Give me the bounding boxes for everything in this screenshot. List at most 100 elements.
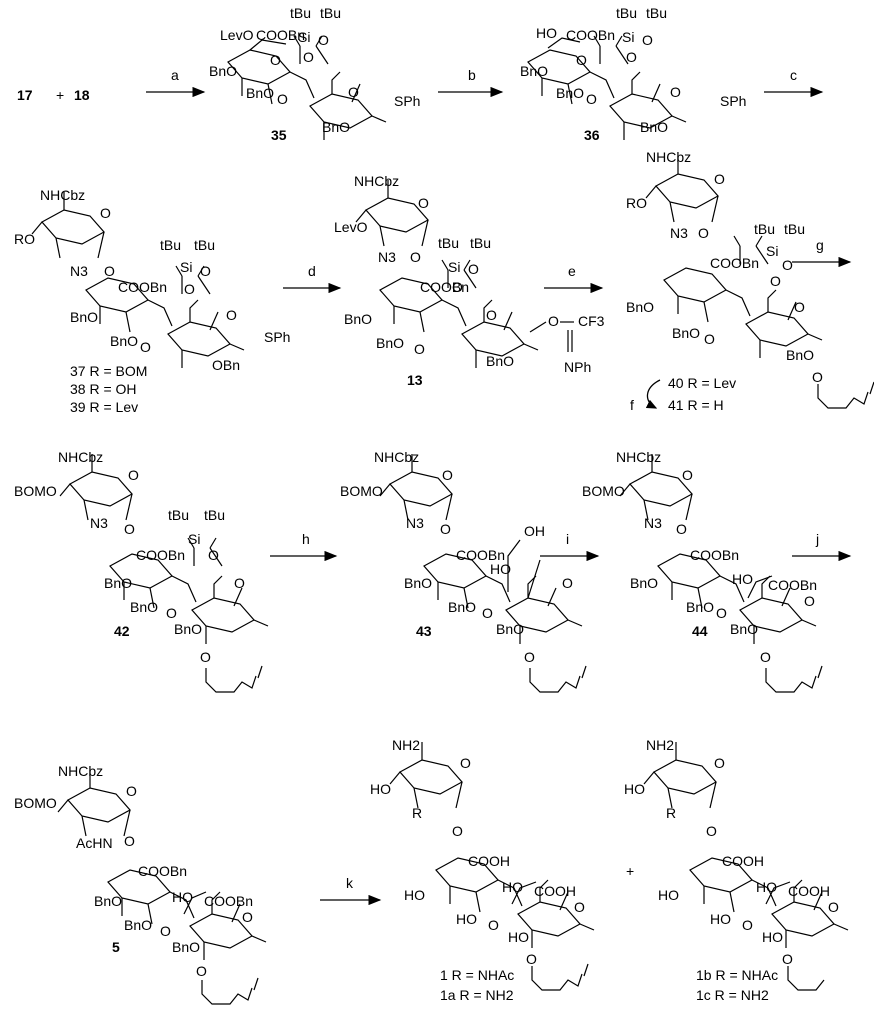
o-label-2: O bbox=[770, 273, 781, 289]
compound-40-41: NHCbz O RO N3 O COOBn tBu tBu Si O O BnO… bbox=[626, 149, 874, 413]
si-label: Si bbox=[448, 259, 460, 275]
tbu-label: tBu bbox=[616, 5, 637, 21]
ho-label: HO bbox=[490, 561, 511, 577]
bno-label-3: BnO bbox=[174, 621, 202, 637]
o-link-label: O bbox=[440, 521, 451, 537]
ring-o-label: O bbox=[270, 52, 281, 68]
tbu-label-2: tBu bbox=[204, 507, 225, 523]
arrow-j: j bbox=[792, 531, 852, 562]
n3-label: N3 bbox=[378, 249, 396, 265]
ho-label: HO bbox=[172, 889, 193, 905]
compound-18-label: 18 bbox=[74, 87, 90, 103]
variant-37: 37 R = BOM bbox=[70, 363, 147, 379]
reagent-c: c bbox=[790, 67, 797, 83]
coobn-label: COOBn bbox=[690, 547, 739, 563]
reagent-h: h bbox=[302, 531, 310, 547]
o-anomeric-label: O bbox=[812, 369, 823, 385]
nh2-label: NH2 bbox=[646, 737, 674, 753]
o-link-label: O bbox=[410, 249, 421, 265]
o-label: O bbox=[200, 263, 211, 279]
bno-label-3: BnO bbox=[322, 119, 350, 135]
ho-label-4: HO bbox=[456, 911, 477, 927]
tbu-label: tBu bbox=[160, 237, 181, 253]
start-materials: 17 + 18 bbox=[17, 87, 90, 103]
bno-label-3: BnO bbox=[730, 621, 758, 637]
o-link-label-2: O bbox=[160, 923, 171, 939]
reagent-a: a bbox=[171, 67, 179, 83]
compound-13: NHCbz O LevO N3 O COOBn tBu tBu Si O O B… bbox=[334, 173, 605, 388]
o-link-label-2: O bbox=[414, 341, 425, 357]
variant-39: 39 R = Lev bbox=[70, 399, 138, 415]
bno-label-3: BnO bbox=[172, 939, 200, 955]
bno-label: BnO bbox=[626, 299, 654, 315]
arrow-d: d bbox=[283, 263, 342, 294]
compound-44: NHCbz BOMO O N3 O COOBn BnO HO COOBn BnO… bbox=[582, 449, 823, 693]
ring-o-label-2: O bbox=[670, 84, 681, 100]
tbu-label: tBu bbox=[438, 235, 459, 251]
compound-1b: NH2 HO O R O COOH HO HO COOH HO O O HO O… bbox=[624, 737, 848, 1003]
n3-label: N3 bbox=[644, 515, 662, 531]
arrow-b: b bbox=[438, 67, 504, 98]
variant-1: 1 R = NHAc bbox=[440, 967, 514, 983]
ring-o-label-2: O bbox=[486, 307, 497, 323]
cooh-label-2: COOH bbox=[788, 883, 830, 899]
ring-o-label: O bbox=[128, 467, 139, 483]
o-link-label-2: O bbox=[488, 917, 499, 933]
ring-o-label-2: O bbox=[234, 575, 245, 591]
si-label: Si bbox=[766, 243, 778, 259]
variant-1b: 1b R = NHAc bbox=[696, 967, 778, 983]
ring-o-label-2: O bbox=[348, 84, 359, 100]
tbu-label: tBu bbox=[754, 221, 775, 237]
n3-label: N3 bbox=[406, 515, 424, 531]
r-label: R bbox=[666, 805, 676, 821]
bno-label: BnO bbox=[404, 575, 432, 591]
bno-label: BnO bbox=[630, 575, 658, 591]
ring-o-label-2: O bbox=[242, 909, 253, 925]
tbu-label-2: tBu bbox=[320, 5, 341, 21]
variant-1a: 1a R = NH2 bbox=[440, 987, 514, 1003]
ring-o-label: O bbox=[442, 467, 453, 483]
ring-o-label-2: O bbox=[794, 299, 805, 315]
bno-label: BnO bbox=[104, 575, 132, 591]
ho-label: HO bbox=[370, 781, 391, 797]
bno-label: BnO bbox=[94, 893, 122, 909]
nhcbz-label: NHCbz bbox=[646, 149, 691, 165]
coobn-label: COOBn bbox=[710, 255, 759, 271]
o-imidate-label: O bbox=[548, 313, 559, 329]
bomo-label: BOMO bbox=[14, 483, 57, 499]
ring-o-label-2: O bbox=[804, 593, 815, 609]
compound-1: NH2 HO O R O COOH HO HO COOH HO O O HO O… bbox=[370, 737, 594, 1003]
bno-label: BnO bbox=[520, 63, 548, 79]
o-anomeric-label: O bbox=[782, 951, 793, 967]
o-label-2: O bbox=[452, 279, 463, 295]
reagent-e: e bbox=[568, 263, 576, 279]
bomo-label: BOMO bbox=[582, 483, 625, 499]
o-link-label: O bbox=[698, 225, 709, 241]
o-label-2: O bbox=[303, 49, 314, 65]
o-label: O bbox=[468, 261, 479, 277]
bno-label-2: BnO bbox=[556, 85, 584, 101]
arrow-c: c bbox=[764, 67, 824, 98]
bno-label-2: BnO bbox=[110, 333, 138, 349]
compound-36: HO COOBn tBu tBu Si O O O BnO BnO O O SP… bbox=[520, 5, 746, 143]
ho-label-5: HO bbox=[508, 929, 529, 945]
lev-o-label: LevO bbox=[220, 27, 254, 43]
compound-44-number: 44 bbox=[692, 623, 708, 639]
cooh-label: COOH bbox=[722, 853, 764, 869]
o-anomeric-label: O bbox=[524, 649, 535, 665]
achn-label: AcHN bbox=[76, 835, 113, 851]
o-link-label: O bbox=[676, 521, 687, 537]
ho-label-4: HO bbox=[710, 911, 731, 927]
compound-42: NHCbz BOMO O N3 O COOBn tBu tBu Si O BnO… bbox=[14, 449, 268, 693]
o-label: O bbox=[208, 547, 219, 563]
obn-label: OBn bbox=[212, 357, 240, 373]
bno-label-3: BnO bbox=[786, 347, 814, 363]
ring-o-label-2: O bbox=[562, 575, 573, 591]
compound-5-number: 5 bbox=[112, 939, 120, 955]
arrow-e: e bbox=[544, 263, 604, 294]
oh-label: OH bbox=[524, 523, 545, 539]
o-link-label-2: O bbox=[140, 339, 151, 355]
o-link-label: O bbox=[706, 823, 717, 839]
tbu-label-2: tBu bbox=[194, 237, 215, 253]
variant-40: 40 R = Lev bbox=[668, 375, 736, 391]
